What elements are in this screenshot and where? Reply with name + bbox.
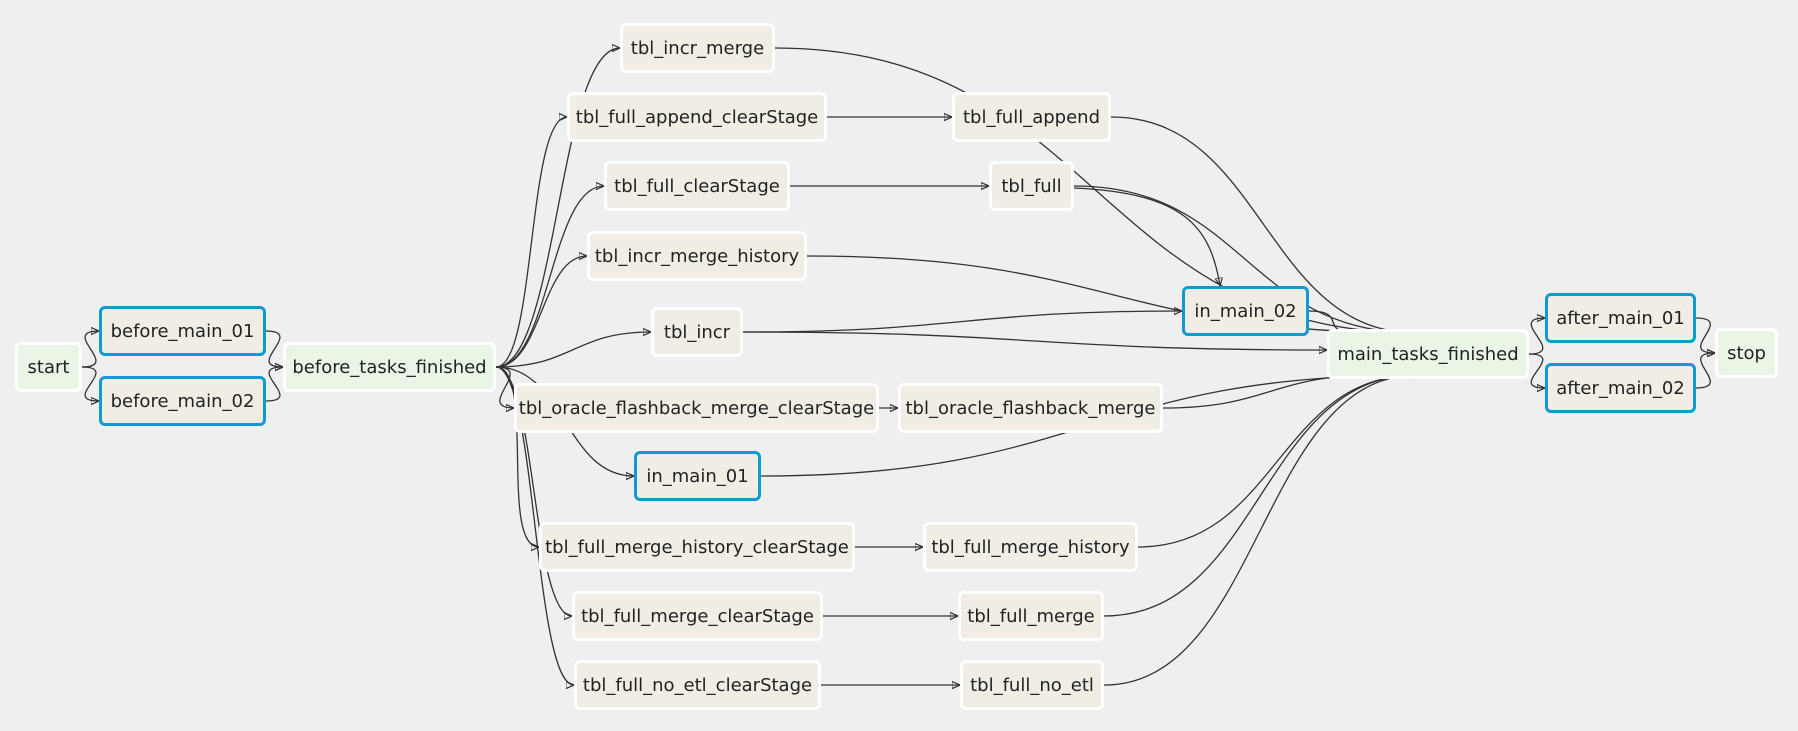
node-before-tasks-finished[interactable]: before_tasks_finished xyxy=(283,342,496,392)
edge-tbl-incr-merge-history-to-main-tasks-finished xyxy=(806,255,1417,333)
node-label: tbl_full_merge_history xyxy=(931,536,1130,558)
node-after-main-02[interactable]: after_main_02 xyxy=(1545,363,1696,413)
edge-tbl-full-no-etl-to-main-tasks-finished xyxy=(1103,375,1417,686)
edge-before-tasks-finished-to-tbl-incr-merge-history xyxy=(495,256,587,368)
node-label: tbl_incr_merge_history xyxy=(594,245,800,267)
edge-before-tasks-finished-to-tbl-full-clearStage xyxy=(495,186,604,368)
node-label: in_main_01 xyxy=(646,465,749,487)
edge-before-tasks-finished-to-tbl-oracle-flashback-merge-clearStage xyxy=(495,366,514,408)
node-label: tbl_full_merge xyxy=(967,605,1095,627)
edge-tbl-full-append-to-main-tasks-finished xyxy=(1110,116,1417,333)
node-tbl-full-clearStage[interactable]: tbl_full_clearStage xyxy=(604,161,790,211)
node-label: tbl_full_append_clearStage xyxy=(575,106,819,128)
node-tbl-full-no-etl-clearStage[interactable]: tbl_full_no_etl_clearStage xyxy=(574,660,821,710)
edge-before-tasks-finished-to-tbl-incr xyxy=(495,332,651,368)
node-label: before_tasks_finished xyxy=(292,356,487,378)
node-in-main-02[interactable]: in_main_02 xyxy=(1182,286,1309,336)
edge-before-main-02-to-before-tasks-finished xyxy=(265,367,283,402)
node-tbl-incr[interactable]: tbl_incr xyxy=(651,307,743,357)
node-in-main-01[interactable]: in_main_01 xyxy=(634,451,761,501)
node-label: tbl_full_append xyxy=(962,106,1101,128)
edge-tbl-full-merge-to-main-tasks-finished xyxy=(1103,375,1417,617)
node-label: in_main_02 xyxy=(1194,300,1297,322)
node-label: tbl_full_no_etl_clearStage xyxy=(582,674,813,696)
edge-tbl-full-merge-history-to-main-tasks-finished xyxy=(1137,375,1417,548)
edge-before-tasks-finished-to-tbl-full-append-clearStage xyxy=(495,117,567,368)
edge-before-tasks-finished-to-tbl-full-no-etl-clearStage xyxy=(495,366,574,685)
node-start[interactable]: start xyxy=(15,342,82,392)
node-label: before_main_01 xyxy=(110,320,255,342)
node-label: tbl_full_merge_clearStage xyxy=(581,605,814,627)
node-before-main-01[interactable]: before_main_01 xyxy=(99,306,266,356)
edge-after-main-02-to-stop xyxy=(1695,353,1715,389)
edge-tbl-incr-to-in-main-02 xyxy=(742,311,1182,333)
node-label: after_main_02 xyxy=(1556,377,1685,399)
node-before-main-02[interactable]: before_main_02 xyxy=(99,376,266,426)
node-tbl-full-merge-clearStage[interactable]: tbl_full_merge_clearStage xyxy=(572,591,823,641)
edge-main-tasks-finished-to-after-main-02 xyxy=(1528,353,1545,388)
edge-start-to-before-main-02 xyxy=(81,366,99,401)
node-tbl-full-merge-history-clearStage[interactable]: tbl_full_merge_history_clearStage xyxy=(539,522,855,572)
node-label: tbl_full xyxy=(1001,175,1062,197)
edge-before-tasks-finished-to-tbl-incr-merge xyxy=(495,48,620,368)
edge-tbl-incr-to-main-tasks-finished xyxy=(742,331,1327,350)
node-label: after_main_01 xyxy=(1556,307,1685,329)
edge-before-main-01-to-before-tasks-finished xyxy=(265,330,283,367)
node-tbl-incr-merge-history[interactable]: tbl_incr_merge_history xyxy=(587,231,807,281)
node-label: tbl_full_merge_history_clearStage xyxy=(545,536,849,558)
edge-after-main-01-to-stop xyxy=(1695,317,1715,353)
node-label: tbl_oracle_flashback_merge_clearStage xyxy=(518,397,875,419)
node-tbl-full-no-etl[interactable]: tbl_full_no_etl xyxy=(960,660,1104,710)
node-tbl-full-append-clearStage[interactable]: tbl_full_append_clearStage xyxy=(567,92,827,142)
node-tbl-full-append[interactable]: tbl_full_append xyxy=(952,92,1111,142)
node-main-tasks-finished[interactable]: main_tasks_finished xyxy=(1327,329,1529,379)
node-label: tbl_oracle_flashback_merge xyxy=(905,397,1156,419)
node-label: tbl_incr_merge xyxy=(630,37,765,59)
node-label: main_tasks_finished xyxy=(1337,343,1519,365)
node-label: start xyxy=(27,356,70,378)
node-stop[interactable]: stop xyxy=(1715,328,1778,378)
edge-tbl-full-to-main-tasks-finished xyxy=(1073,185,1417,333)
edge-main-tasks-finished-to-after-main-01 xyxy=(1528,318,1545,355)
node-label: tbl_full_clearStage xyxy=(614,175,780,197)
node-label: stop xyxy=(1727,342,1766,364)
node-tbl-full-merge[interactable]: tbl_full_merge xyxy=(958,591,1104,641)
node-label: before_main_02 xyxy=(110,390,255,412)
node-tbl-full[interactable]: tbl_full xyxy=(989,161,1074,211)
node-tbl-oracle-flashback-merge-clearStage[interactable]: tbl_oracle_flashback_merge_clearStage xyxy=(514,383,879,433)
edge-before-tasks-finished-to-tbl-full-merge-clearStage xyxy=(495,366,572,616)
node-label: tbl_incr xyxy=(663,321,731,343)
node-label: tbl_full_no_etl xyxy=(970,674,1094,696)
node-tbl-full-merge-history[interactable]: tbl_full_merge_history xyxy=(923,522,1138,572)
edge-start-to-before-main-01 xyxy=(81,331,99,368)
node-after-main-01[interactable]: after_main_01 xyxy=(1545,293,1696,343)
node-tbl-incr-merge[interactable]: tbl_incr_merge xyxy=(620,23,775,73)
node-tbl-oracle-flashback-merge[interactable]: tbl_oracle_flashback_merge xyxy=(898,383,1163,433)
edge-tbl-full-to-in-main-02 xyxy=(1073,187,1220,286)
